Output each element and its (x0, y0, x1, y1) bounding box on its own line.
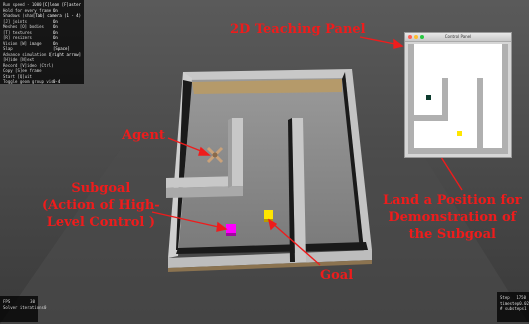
map-wall-inner-v2 (477, 78, 483, 148)
map-wall-inner-v1 (442, 78, 448, 121)
map-wall-left (408, 44, 414, 154)
debug-key: Toggle geom group visibility (3, 79, 53, 85)
debug-value: 0-4 (53, 79, 60, 85)
subgoal-marker (226, 224, 236, 233)
land-line-1: Land a Position for (383, 192, 522, 209)
control-panel-titlebar[interactable]: Control Panel (405, 33, 511, 42)
debug-value: 0 (44, 305, 46, 311)
debug-overlay-top-left: Run speed - 1000 x real time[C]lean [F]a… (0, 0, 84, 84)
debug-value: 1 (524, 306, 526, 312)
debug-key: # substeps (500, 306, 524, 312)
control-panel-window[interactable]: Control Panel (404, 32, 512, 158)
land-line-3: the Subgoal (383, 226, 522, 243)
teaching-canvas[interactable] (408, 44, 508, 154)
control-panel-title: Control Panel (405, 33, 511, 41)
annotation-goal: Goal (320, 268, 353, 283)
annotation-land-position: Land a Position for Demonstration of the… (383, 192, 522, 243)
debug-key: Solver iterations (3, 305, 44, 311)
debug-row: Toggle geom group visibility0-4 (3, 79, 81, 85)
map-agent-marker (426, 95, 431, 100)
subgoal-line-1: Subgoal (42, 180, 160, 197)
subgoal-line-2: (Action of High- (42, 197, 160, 214)
map-wall-bottom (408, 148, 508, 154)
subgoal-line-3: Level Control ) (42, 214, 160, 231)
map-goal-marker (457, 131, 462, 136)
debug-value: [right arrow] (50, 52, 81, 58)
annotation-2d-teaching-panel: 2D Teaching Panel (230, 22, 366, 37)
annotation-agent: Agent (122, 128, 165, 143)
map-wall-right (502, 44, 508, 154)
goal-marker (264, 210, 273, 219)
land-line-2: Demonstration of (383, 209, 522, 226)
inner-wall-vertical-left (232, 118, 243, 186)
annotation-subgoal: Subgoal (Action of High- Level Control ) (42, 180, 160, 231)
